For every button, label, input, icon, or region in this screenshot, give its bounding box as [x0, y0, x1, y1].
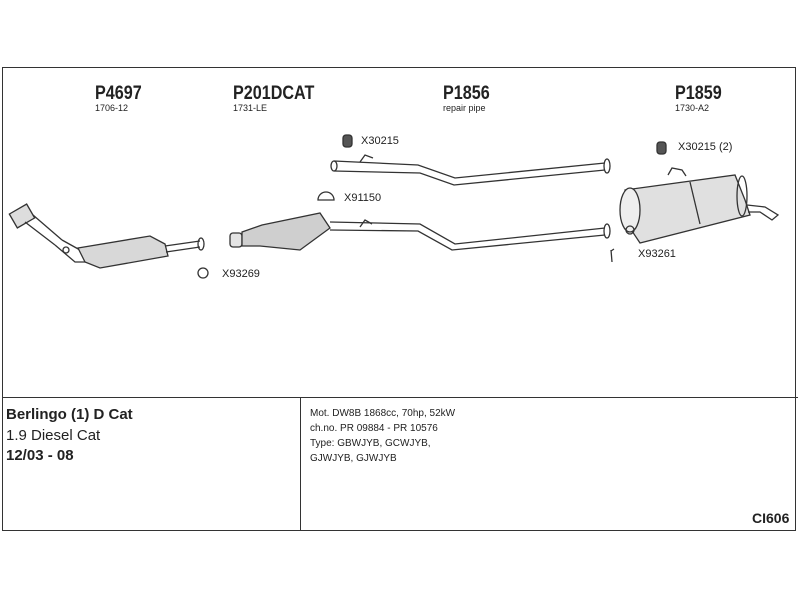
- part-number: P4697: [95, 83, 142, 104]
- vehicle-model: Berlingo (1) D Cat: [6, 406, 133, 423]
- fitting-label: X91150: [344, 192, 382, 204]
- part-number: P201DCAT: [233, 83, 315, 104]
- divider: [300, 397, 301, 531]
- part-number: P1856: [443, 83, 490, 104]
- fitting-label: X30215 (2): [678, 141, 733, 153]
- part-p1856-drawing: [330, 154, 611, 186]
- clamp-icon: [656, 141, 667, 155]
- spec-line: GJWJYB, GJWJYB: [310, 453, 397, 464]
- clamp-icon: [342, 134, 353, 148]
- exhaust-diagram: [8, 134, 780, 279]
- part-p4697-drawing: [8, 203, 205, 269]
- vehicle-years: 12/03 - 08: [6, 447, 74, 464]
- part-number: P1859: [675, 83, 722, 104]
- bracket-icon: [610, 248, 615, 263]
- part-code: 1731-LE: [233, 103, 268, 113]
- fitting-label: X93269: [222, 268, 260, 280]
- part-code: 1706-12: [95, 103, 129, 113]
- gasket-icon: [197, 267, 209, 279]
- vehicle-engine: 1.9 Diesel Cat: [6, 427, 101, 444]
- part-p201dcat-drawing: [229, 212, 611, 251]
- diagram-frame: [2, 67, 796, 531]
- part-code: 1730-A2: [675, 103, 710, 113]
- part-code: repair pipe: [443, 103, 486, 113]
- fitting-label: X30215: [361, 135, 399, 147]
- spec-line: Type: GBWJYB, GCWJYB,: [310, 438, 431, 449]
- spec-line: Mot. DW8B 1868cc, 70hp, 52kW: [310, 408, 456, 419]
- gasket-icon: [317, 191, 335, 201]
- part-p1859-drawing: [619, 167, 780, 244]
- fitting-label: X93261: [638, 248, 676, 260]
- spec-line: ch.no. PR 09884 - PR 10576: [310, 423, 438, 434]
- divider: [2, 397, 798, 398]
- diagram-code: CI606: [752, 510, 790, 526]
